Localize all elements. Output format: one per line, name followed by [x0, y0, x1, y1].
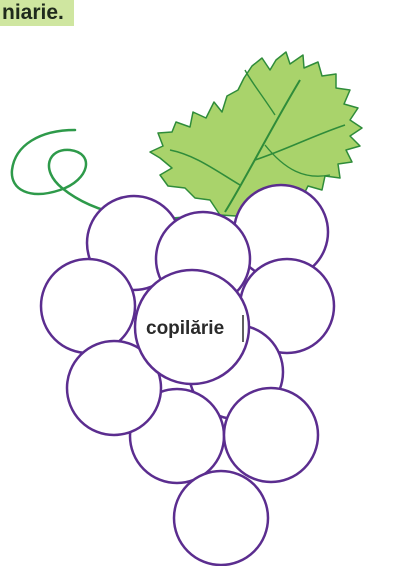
grape-berry — [224, 388, 318, 482]
center-word-label: copilărie — [146, 318, 224, 339]
grape-berry — [174, 471, 268, 565]
grape-berry — [41, 259, 135, 353]
